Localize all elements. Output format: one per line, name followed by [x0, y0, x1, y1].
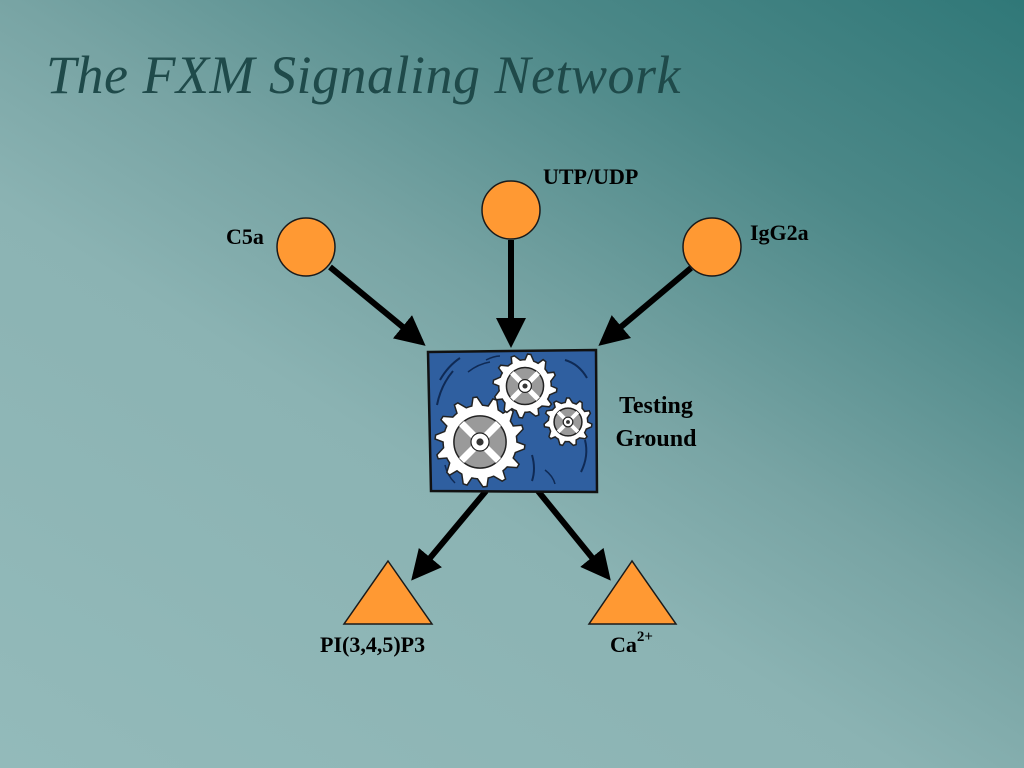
arrow-hub-to-pip3 [411, 489, 489, 581]
gear-small-icon [543, 397, 593, 447]
node-ca-superscript: 2+ [636, 629, 653, 645]
hub-label: Testing Ground [600, 390, 712, 456]
node-ca-triangle [587, 559, 678, 625]
node-utp-circle [481, 180, 541, 240]
node-c5a-circle [276, 217, 336, 277]
node-igg-circle [682, 217, 742, 277]
gear-medium-axle [522, 383, 528, 389]
gear-large-axle [476, 438, 484, 446]
gear-small-axle [566, 420, 570, 424]
arrow-c5a-to-hub [328, 264, 426, 346]
arrow-hub-to-ca [535, 489, 611, 581]
node-pip3-label: PI(3,4,5)P3 [320, 632, 426, 657]
slide-title: The FXM Signaling Network [46, 45, 681, 105]
gears-icon [434, 396, 526, 488]
node-c5a-label: C5a [226, 224, 264, 249]
node-pip3-triangle [342, 559, 434, 625]
arrow-igg-to-hub [598, 265, 693, 346]
hub-label-line1: Testing [619, 393, 693, 419]
node-igg-label: IgG2a [750, 220, 809, 245]
node-utp-label: UTP/UDP [543, 164, 639, 189]
node-ca-label-text: Ca [610, 632, 637, 657]
hub-label-line2: Ground [615, 426, 697, 452]
node-ca-label: Ca2+ [610, 630, 653, 657]
gear-medium-icon [492, 353, 558, 419]
